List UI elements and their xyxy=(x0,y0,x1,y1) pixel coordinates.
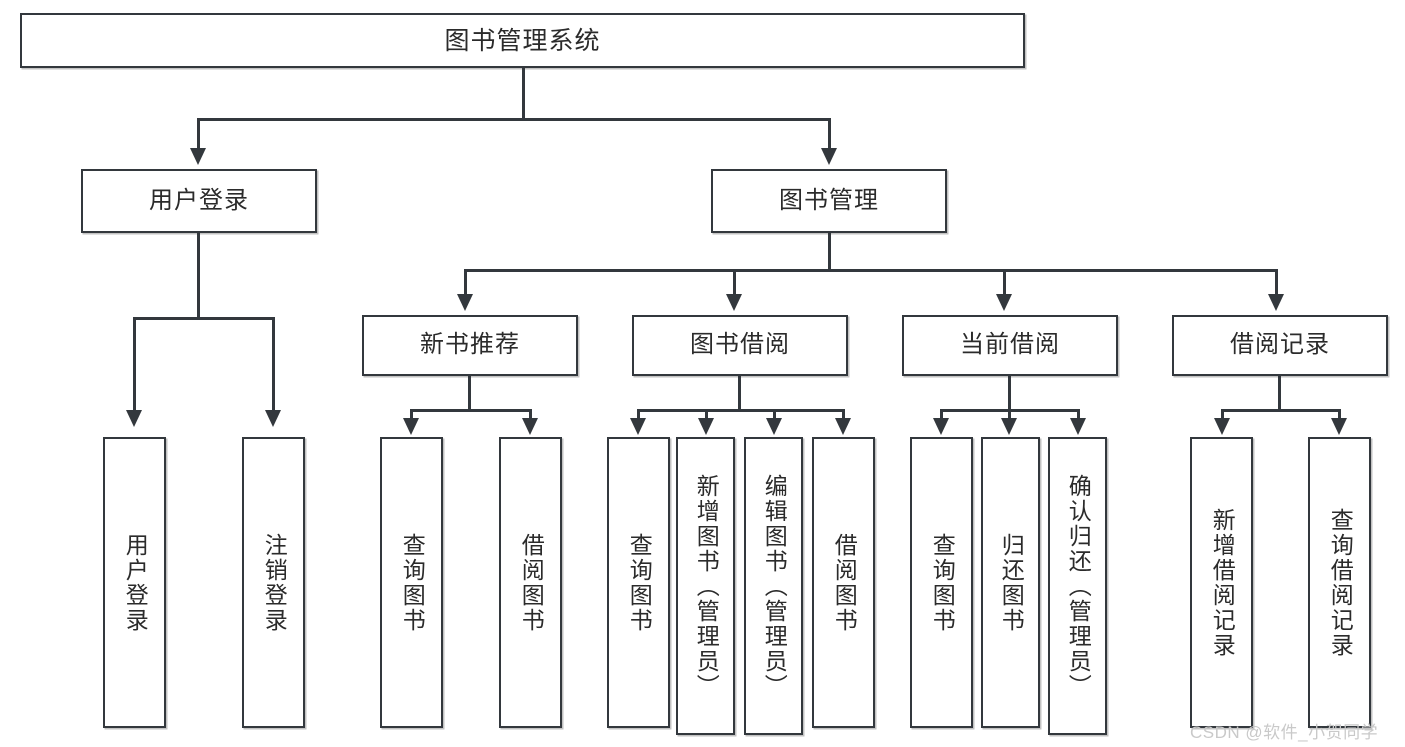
arrow-root-to-login xyxy=(190,148,206,165)
node-book-management[interactable]: 图书管理 xyxy=(711,169,947,233)
leaf-edit-book-admin[interactable]: 编辑图书（管理员） xyxy=(744,437,803,735)
arrow-records-to-leaf2 xyxy=(1331,418,1347,435)
leaf-edit-book-admin-label: 编辑图书（管理员） xyxy=(761,473,788,699)
edge-root-stem xyxy=(522,68,525,119)
node-borrow-records[interactable]: 借阅记录 xyxy=(1172,315,1388,376)
edge-root-to-login xyxy=(197,118,200,150)
leaf-add-book-admin[interactable]: 新增图书（管理员） xyxy=(676,437,735,735)
edge-bookmgmt-stem xyxy=(828,233,831,271)
arrow-root-to-bookmgmt xyxy=(821,148,837,165)
arrow-login-to-leaf2 xyxy=(265,410,281,427)
node-borrow-records-label: 借阅记录 xyxy=(1230,331,1330,359)
edge-newbooks-to-leaf1 xyxy=(410,409,413,422)
leaf-borrow-books-borrow-label: 借阅图书 xyxy=(831,532,858,633)
edge-borrow-bus xyxy=(637,409,845,412)
leaf-return-books-label: 归还图书 xyxy=(998,532,1025,633)
edge-records-bus xyxy=(1221,409,1341,412)
arrow-bookmgmt-to-records xyxy=(1268,294,1284,311)
arrow-current-to-leaf2 xyxy=(1001,418,1017,435)
edge-borrow-to-leaf2 xyxy=(705,409,708,422)
arrow-login-to-leaf1 xyxy=(126,410,142,427)
node-book-borrow[interactable]: 图书借阅 xyxy=(632,315,848,376)
leaf-query-borrow-record-label: 查询借阅记录 xyxy=(1327,507,1354,658)
arrow-borrow-to-leaf3 xyxy=(766,418,782,435)
arrow-borrow-to-leaf1 xyxy=(630,418,646,435)
arrow-bookmgmt-to-borrow xyxy=(726,294,742,311)
arrow-newbooks-to-leaf2 xyxy=(522,418,538,435)
leaf-logout[interactable]: 注销登录 xyxy=(242,437,305,728)
leaf-logout-label: 注销登录 xyxy=(261,532,288,633)
leaf-confirm-return-admin-label: 确认归还（管理员） xyxy=(1065,473,1092,699)
edge-current-to-leaf3 xyxy=(1077,409,1080,422)
leaf-user-login[interactable]: 用户登录 xyxy=(103,437,166,728)
edge-bookmgmt-to-newbooks xyxy=(464,269,467,296)
leaf-confirm-return-admin[interactable]: 确认归还（管理员） xyxy=(1048,437,1107,735)
node-user-login[interactable]: 用户登录 xyxy=(81,169,317,233)
edge-bookmgmt-to-borrow xyxy=(733,269,736,296)
edge-bookmgmt-to-records xyxy=(1275,269,1278,296)
edge-borrow-to-leaf3 xyxy=(773,409,776,422)
edge-records-stem xyxy=(1278,376,1281,412)
leaf-borrow-books-newbooks[interactable]: 借阅图书 xyxy=(499,437,562,728)
leaf-borrow-books-newbooks-label: 借阅图书 xyxy=(518,532,545,633)
arrow-newbooks-to-leaf1 xyxy=(403,418,419,435)
edge-root-bus xyxy=(197,118,831,121)
edge-newbooks-stem xyxy=(468,376,471,412)
leaf-query-books-current-label: 查询图书 xyxy=(929,532,956,633)
leaf-add-borrow-record-label: 新增借阅记录 xyxy=(1209,507,1236,658)
leaf-query-books-borrow[interactable]: 查询图书 xyxy=(607,437,670,728)
edge-current-stem xyxy=(1008,376,1011,412)
arrow-bookmgmt-to-current xyxy=(996,294,1012,311)
leaf-query-books-current[interactable]: 查询图书 xyxy=(910,437,973,728)
edge-root-to-bookmgmt xyxy=(828,118,831,150)
node-current-borrow[interactable]: 当前借阅 xyxy=(902,315,1118,376)
edge-login-to-leaf1 xyxy=(133,317,136,412)
node-new-book-recommend-label: 新书推荐 xyxy=(420,331,520,359)
edge-bookmgmt-bus xyxy=(464,269,1278,272)
arrow-current-to-leaf1 xyxy=(933,418,949,435)
edge-login-stem xyxy=(197,233,200,319)
node-book-management-label: 图书管理 xyxy=(779,186,879,214)
leaf-add-borrow-record[interactable]: 新增借阅记录 xyxy=(1190,437,1253,728)
edge-borrow-to-leaf4 xyxy=(842,409,845,422)
leaf-add-book-admin-label: 新增图书（管理员） xyxy=(693,473,720,699)
node-current-borrow-label: 当前借阅 xyxy=(960,331,1060,359)
arrow-borrow-to-leaf4 xyxy=(835,418,851,435)
arrow-current-to-leaf3 xyxy=(1070,418,1086,435)
node-root-system[interactable]: 图书管理系统 xyxy=(20,13,1025,68)
leaf-query-books-newbooks-label: 查询图书 xyxy=(399,532,426,633)
edge-newbooks-bus xyxy=(410,409,532,412)
edge-login-to-leaf2 xyxy=(272,317,275,412)
edge-newbooks-to-leaf2 xyxy=(529,409,532,422)
node-book-borrow-label: 图书借阅 xyxy=(690,331,790,359)
node-new-book-recommend[interactable]: 新书推荐 xyxy=(362,315,578,376)
edge-borrow-stem xyxy=(738,376,741,412)
edge-current-to-leaf1 xyxy=(940,409,943,422)
leaf-query-borrow-record[interactable]: 查询借阅记录 xyxy=(1308,437,1371,728)
arrow-borrow-to-leaf2 xyxy=(698,418,714,435)
leaf-borrow-books-borrow[interactable]: 借阅图书 xyxy=(812,437,875,728)
leaf-user-login-label: 用户登录 xyxy=(122,532,149,633)
arrow-records-to-leaf1 xyxy=(1214,418,1230,435)
arrow-bookmgmt-to-newbooks xyxy=(457,294,473,311)
leaf-query-books-borrow-label: 查询图书 xyxy=(626,532,653,633)
edge-bookmgmt-to-current xyxy=(1003,269,1006,296)
edge-current-to-leaf2 xyxy=(1008,409,1011,422)
edge-login-bus xyxy=(133,317,275,320)
leaf-return-books[interactable]: 归还图书 xyxy=(981,437,1040,728)
edge-records-to-leaf2 xyxy=(1338,409,1341,422)
leaf-query-books-newbooks[interactable]: 查询图书 xyxy=(380,437,443,728)
edge-records-to-leaf1 xyxy=(1221,409,1224,422)
node-root-label: 图书管理系统 xyxy=(444,26,601,55)
node-user-login-label: 用户登录 xyxy=(149,186,249,214)
edge-borrow-to-leaf1 xyxy=(637,409,640,422)
